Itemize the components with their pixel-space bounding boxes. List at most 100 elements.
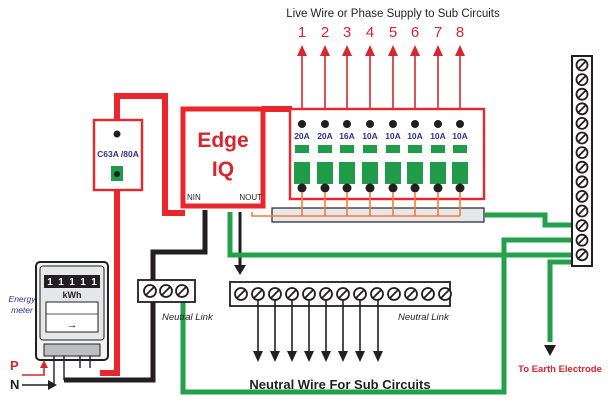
earth-bar-terminal-1	[575, 58, 589, 72]
circuit-number-6: 6	[411, 24, 419, 41]
neutral-output-arrow-2	[270, 300, 280, 362]
breaker-rating-6: 10A	[407, 131, 423, 141]
earth-wires	[180, 212, 572, 395]
breaker-bottom-terminal-2	[320, 183, 330, 193]
neutral-link-left-terminals	[143, 284, 189, 298]
edge-iq-nin-label: NIN	[187, 193, 201, 202]
meter-digits: 1 1 1 1 1	[44, 275, 100, 288]
neutral-nout-arrow-head	[234, 265, 246, 275]
earth-bar-terminal-8	[575, 160, 589, 174]
diagram-title: Live Wire or Phase Supply to Sub Circuit…	[286, 8, 500, 20]
earth-bar-terminal-14	[575, 248, 589, 262]
circuit-number-2: 2	[321, 24, 329, 41]
energy-meter-label-line2: meter	[11, 305, 34, 315]
breaker-ratings: 20A 20A 16A 10A 10A 10A 10A 10A	[294, 131, 468, 141]
main-breaker-top-terminal	[113, 130, 121, 138]
earth-electrode-caption: To Earth Electrode	[518, 364, 602, 375]
breaker-top-terminal-2	[321, 120, 329, 128]
earth-bar-terminal-10	[575, 189, 589, 203]
breaker-top-terminals	[298, 120, 464, 128]
breaker-toggle-4	[362, 145, 378, 184]
neutral-output-arrow-5	[321, 300, 331, 362]
meter-digit-1: 1	[47, 277, 53, 288]
breaker-rating-8: 10A	[452, 131, 468, 141]
breaker-rating-4: 10A	[362, 131, 378, 141]
breaker-bottom-terminal-4	[365, 183, 375, 193]
breaker-bottom-terminal-7	[433, 183, 443, 193]
breaker-top-terminal-7	[434, 120, 442, 128]
edge-iq-title-line1: Edge	[197, 129, 248, 152]
neutral-link-right-terminal-5	[302, 287, 316, 301]
neutral-output-arrow-6	[338, 300, 348, 362]
earth-bar-terminal-9	[575, 175, 589, 189]
breaker-toggle-7	[430, 145, 446, 184]
circuit-number-3: 3	[343, 24, 351, 41]
main-breaker-rating: C63A /80A	[97, 149, 139, 159]
earth-bar-terminal-4	[575, 102, 589, 116]
breaker-top-terminal-8	[456, 120, 464, 128]
phase-supply-arrow-head	[40, 360, 48, 368]
neutral-output-arrows	[253, 300, 383, 362]
earth-bar-terminal-6	[575, 131, 589, 145]
breaker-bottom-terminals	[297, 183, 465, 193]
earth-bar-terminal-12	[575, 219, 589, 233]
neutral-link-left	[137, 279, 196, 303]
live-wire-meter-to-main	[100, 180, 120, 376]
earth-wire-edgeiq-to-bar	[227, 212, 572, 258]
meter-terminal-block	[43, 343, 101, 357]
meter-legs	[53, 356, 91, 384]
breaker-bottom-terminal-1	[297, 183, 307, 193]
neutral-link-right-terminal-10	[387, 287, 401, 301]
circuit-number-5: 5	[389, 24, 397, 41]
breaker-toggle-5	[385, 145, 401, 184]
energy-meter-label-line1: Energy	[9, 294, 37, 304]
breaker-toggle-1	[294, 145, 310, 184]
energy-meter: 1 1 1 1 1 kWh →	[35, 261, 109, 361]
breaker-top-terminal-3	[343, 120, 351, 128]
neutral-link-right-label: Neutral Link	[398, 312, 450, 323]
neutral-output-arrow-7	[355, 300, 365, 362]
breaker-rating-3: 16A	[339, 131, 355, 141]
neutral-link-right-terminals	[234, 287, 452, 301]
meter-digit-3: 1	[69, 277, 75, 288]
meter-digit-4: 1	[80, 277, 86, 288]
neutral-wire-caption: Neutral Wire For Sub Circuits	[249, 377, 430, 392]
circuit-number-1: 1	[298, 24, 306, 41]
breaker-top-terminal-6	[411, 120, 419, 128]
neutral-output-arrow-4	[304, 300, 314, 362]
meter-arrow: →	[67, 319, 78, 331]
neutral-link-right-terminal-1	[234, 287, 248, 301]
meter-digit-2: 1	[58, 277, 64, 288]
earth-wire-neutral-link-to-bar	[180, 237, 572, 395]
neutral-link-right-terminal-9	[370, 287, 384, 301]
breaker-toggle-3	[339, 145, 355, 184]
neutral-link-right-terminal-7	[336, 287, 350, 301]
live-wires	[100, 93, 292, 376]
breaker-top-terminal-5	[389, 120, 397, 128]
neutral-link-right-terminal-12	[421, 287, 435, 301]
earth-bar-terminal-2	[575, 73, 589, 86]
neutral-output-arrow-8	[373, 300, 383, 362]
edge-iq-module: Edge IQ NIN NOUT	[180, 106, 266, 209]
earth-bar-terminal-5	[575, 117, 589, 130]
neutral-link-right-terminal-8	[353, 287, 367, 301]
neutral-link-right	[229, 281, 452, 307]
earth-bar-terminal-3	[575, 87, 589, 101]
meter-digit-5: 1	[91, 277, 97, 288]
breaker-top-terminal-4	[366, 120, 374, 128]
neutral-output-arrow-1	[253, 300, 263, 362]
breaker-bottom-terminal-6	[410, 183, 420, 193]
main-breaker: C63A /80A	[92, 118, 144, 192]
breaker-rating-1: 20A	[294, 131, 310, 141]
earth-bar-terminal-7	[575, 146, 589, 160]
main-breaker-bottom-terminal	[114, 171, 120, 177]
meter-dial-window	[45, 301, 99, 333]
breaker-toggle-2	[317, 145, 333, 184]
neutral-link-right-terminal-2	[251, 287, 265, 301]
breaker-bottom-terminal-3	[342, 183, 352, 193]
phase-label: P	[10, 358, 19, 373]
live-wire-main-to-edgeiq	[114, 93, 185, 216]
neutral-link-right-terminal-11	[404, 287, 418, 301]
earth-electrode-arrow-head	[544, 345, 556, 356]
